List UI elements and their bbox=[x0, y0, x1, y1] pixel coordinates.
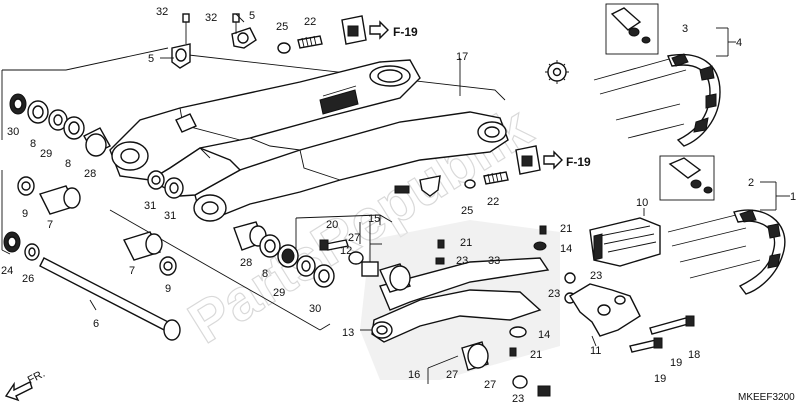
swingarm bbox=[109, 59, 509, 222]
label-31-right: 31 bbox=[164, 210, 176, 222]
label-25-top: 25 bbox=[276, 21, 288, 33]
label-18: 18 bbox=[688, 349, 700, 361]
label-19-lower: 19 bbox=[654, 373, 666, 385]
label-1: 1 bbox=[790, 191, 796, 203]
label-27-upper: 27 bbox=[348, 232, 360, 244]
chain-slider bbox=[360, 220, 560, 380]
leader-lines bbox=[89, 13, 790, 384]
diagram-code: MKEEF3200 bbox=[738, 392, 795, 403]
label-5-top: 5 bbox=[249, 10, 255, 22]
label-26: 26 bbox=[22, 273, 34, 285]
arrow-f19-top bbox=[369, 20, 389, 40]
direction-label: FR. bbox=[26, 368, 47, 387]
label-11: 11 bbox=[590, 345, 601, 357]
label-21-lower: 21 bbox=[530, 349, 542, 361]
label-32-left: 32 bbox=[156, 6, 168, 18]
chain-adjuster-right bbox=[231, 13, 257, 49]
reference-f19-mid: F-19 bbox=[566, 155, 591, 169]
label-20: 20 bbox=[326, 219, 338, 231]
chain-adjuster-left bbox=[171, 13, 191, 69]
label-8-far-left: 8 bbox=[30, 138, 36, 150]
label-14-upper: 14 bbox=[560, 243, 572, 255]
label-12: 12 bbox=[340, 245, 352, 257]
gear-icon bbox=[545, 60, 569, 84]
guide-bracket bbox=[569, 283, 695, 353]
label-13: 13 bbox=[342, 327, 354, 339]
label-28-left: 28 bbox=[84, 168, 96, 180]
label-21-right: 21 bbox=[560, 223, 572, 235]
label-17: 17 bbox=[456, 51, 468, 63]
label-32-right: 32 bbox=[205, 12, 217, 24]
reference-f19-top: F-19 bbox=[393, 25, 418, 39]
label-25-mid: 25 bbox=[461, 205, 473, 217]
label-24: 24 bbox=[1, 265, 13, 277]
label-27-lower-left: 27 bbox=[446, 369, 458, 381]
forward-arrow-icon bbox=[4, 381, 33, 402]
label-22-mid: 22 bbox=[487, 196, 499, 208]
arrow-f19-mid bbox=[543, 150, 563, 170]
label-5-left: 5 bbox=[148, 53, 154, 65]
label-23-bottom: 23 bbox=[512, 393, 524, 404]
group-outlines bbox=[1, 47, 506, 331]
pivot-bearings-center bbox=[233, 221, 335, 288]
part-labels: 1 2 3 4 5 5 6 7 7 8 8 8 9 9 10 11 12 13 … bbox=[1, 6, 796, 404]
label-30-left: 30 bbox=[7, 126, 19, 138]
label-21-center: 21 bbox=[460, 237, 472, 249]
pivot-bearings-left bbox=[3, 93, 184, 341]
label-23-lower: 23 bbox=[548, 288, 560, 300]
label-31-left: 31 bbox=[144, 200, 156, 212]
drive-chain-upper bbox=[593, 3, 721, 147]
label-8-center: 8 bbox=[262, 268, 268, 280]
label-28-center: 28 bbox=[240, 257, 252, 269]
label-8-left: 8 bbox=[65, 158, 71, 170]
label-4: 4 bbox=[736, 37, 742, 49]
label-16: 16 bbox=[408, 369, 420, 381]
label-9-center: 9 bbox=[165, 283, 171, 295]
label-30-center: 30 bbox=[309, 303, 321, 315]
label-9-left: 9 bbox=[22, 208, 28, 220]
label-19-right: 19 bbox=[670, 357, 682, 369]
label-15: 15 bbox=[368, 213, 380, 225]
washer-25-top bbox=[277, 42, 291, 54]
label-3: 3 bbox=[682, 23, 688, 35]
washer-25-mid bbox=[464, 179, 476, 189]
drive-chain-lower bbox=[659, 155, 786, 295]
label-7-left: 7 bbox=[47, 219, 53, 231]
label-29-center: 29 bbox=[273, 287, 285, 299]
label-33: 33 bbox=[488, 255, 500, 267]
slider-bolts bbox=[319, 225, 576, 357]
label-29-left: 29 bbox=[40, 148, 52, 160]
chain-guide bbox=[589, 217, 661, 267]
label-23-right: 23 bbox=[590, 270, 602, 282]
label-2: 2 bbox=[748, 177, 754, 189]
rollers bbox=[348, 251, 551, 397]
label-10: 10 bbox=[636, 197, 648, 209]
label-23-center: 23 bbox=[456, 255, 468, 267]
label-22-top: 22 bbox=[304, 16, 316, 28]
label-7-center: 7 bbox=[129, 265, 135, 277]
label-6: 6 bbox=[93, 318, 99, 330]
label-14-lower: 14 bbox=[538, 329, 550, 341]
label-27-lower-right: 27 bbox=[484, 379, 496, 391]
